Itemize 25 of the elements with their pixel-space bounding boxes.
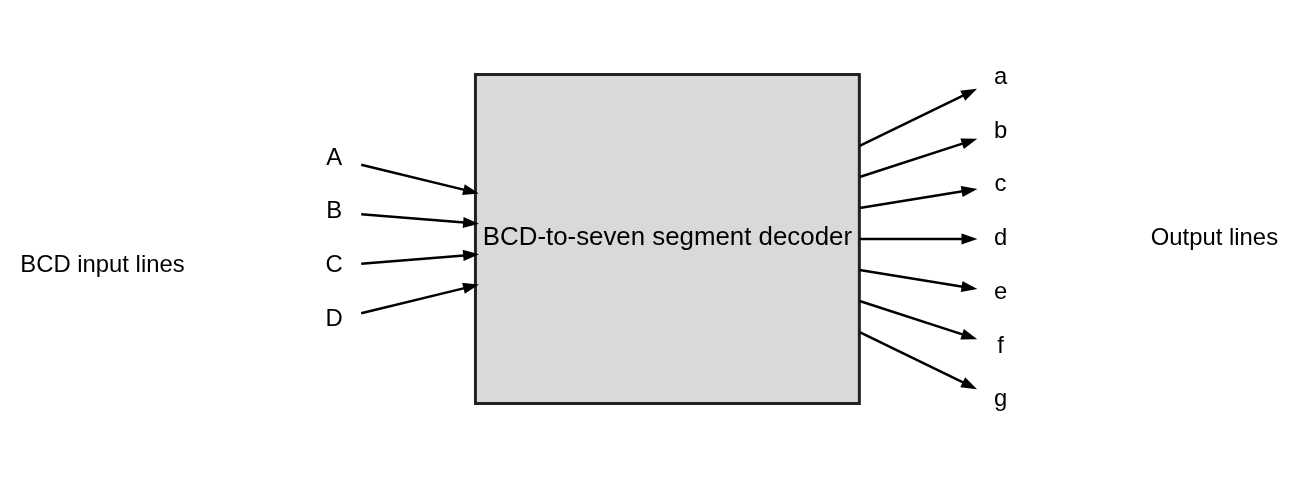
arrow: [859, 185, 978, 210]
node-text: D: [325, 303, 343, 331]
node-text: C: [325, 250, 343, 278]
arrow: [859, 330, 978, 390]
node-text: c: [994, 169, 1007, 197]
label: BCD input lines: [20, 250, 185, 278]
node-box: BCD-to-seven segment decoder: [473, 72, 861, 406]
arrow: [859, 88, 978, 148]
arrow: [361, 249, 480, 265]
arrow: [859, 233, 978, 245]
node-text: e: [993, 276, 1008, 304]
arrow: [859, 268, 978, 293]
node-text: d: [993, 223, 1008, 251]
node-text: b: [993, 115, 1008, 143]
node-text: B: [326, 196, 343, 224]
node-text: A: [326, 142, 343, 170]
arrow: [859, 299, 978, 340]
node-text: f: [997, 330, 1004, 358]
arrow: [361, 213, 480, 229]
label: Output lines: [1150, 223, 1279, 251]
node-text: g: [993, 384, 1008, 412]
arrow: [360, 282, 479, 315]
node-text: a: [993, 62, 1008, 90]
arrow: [859, 138, 978, 179]
arrow: [360, 163, 479, 196]
